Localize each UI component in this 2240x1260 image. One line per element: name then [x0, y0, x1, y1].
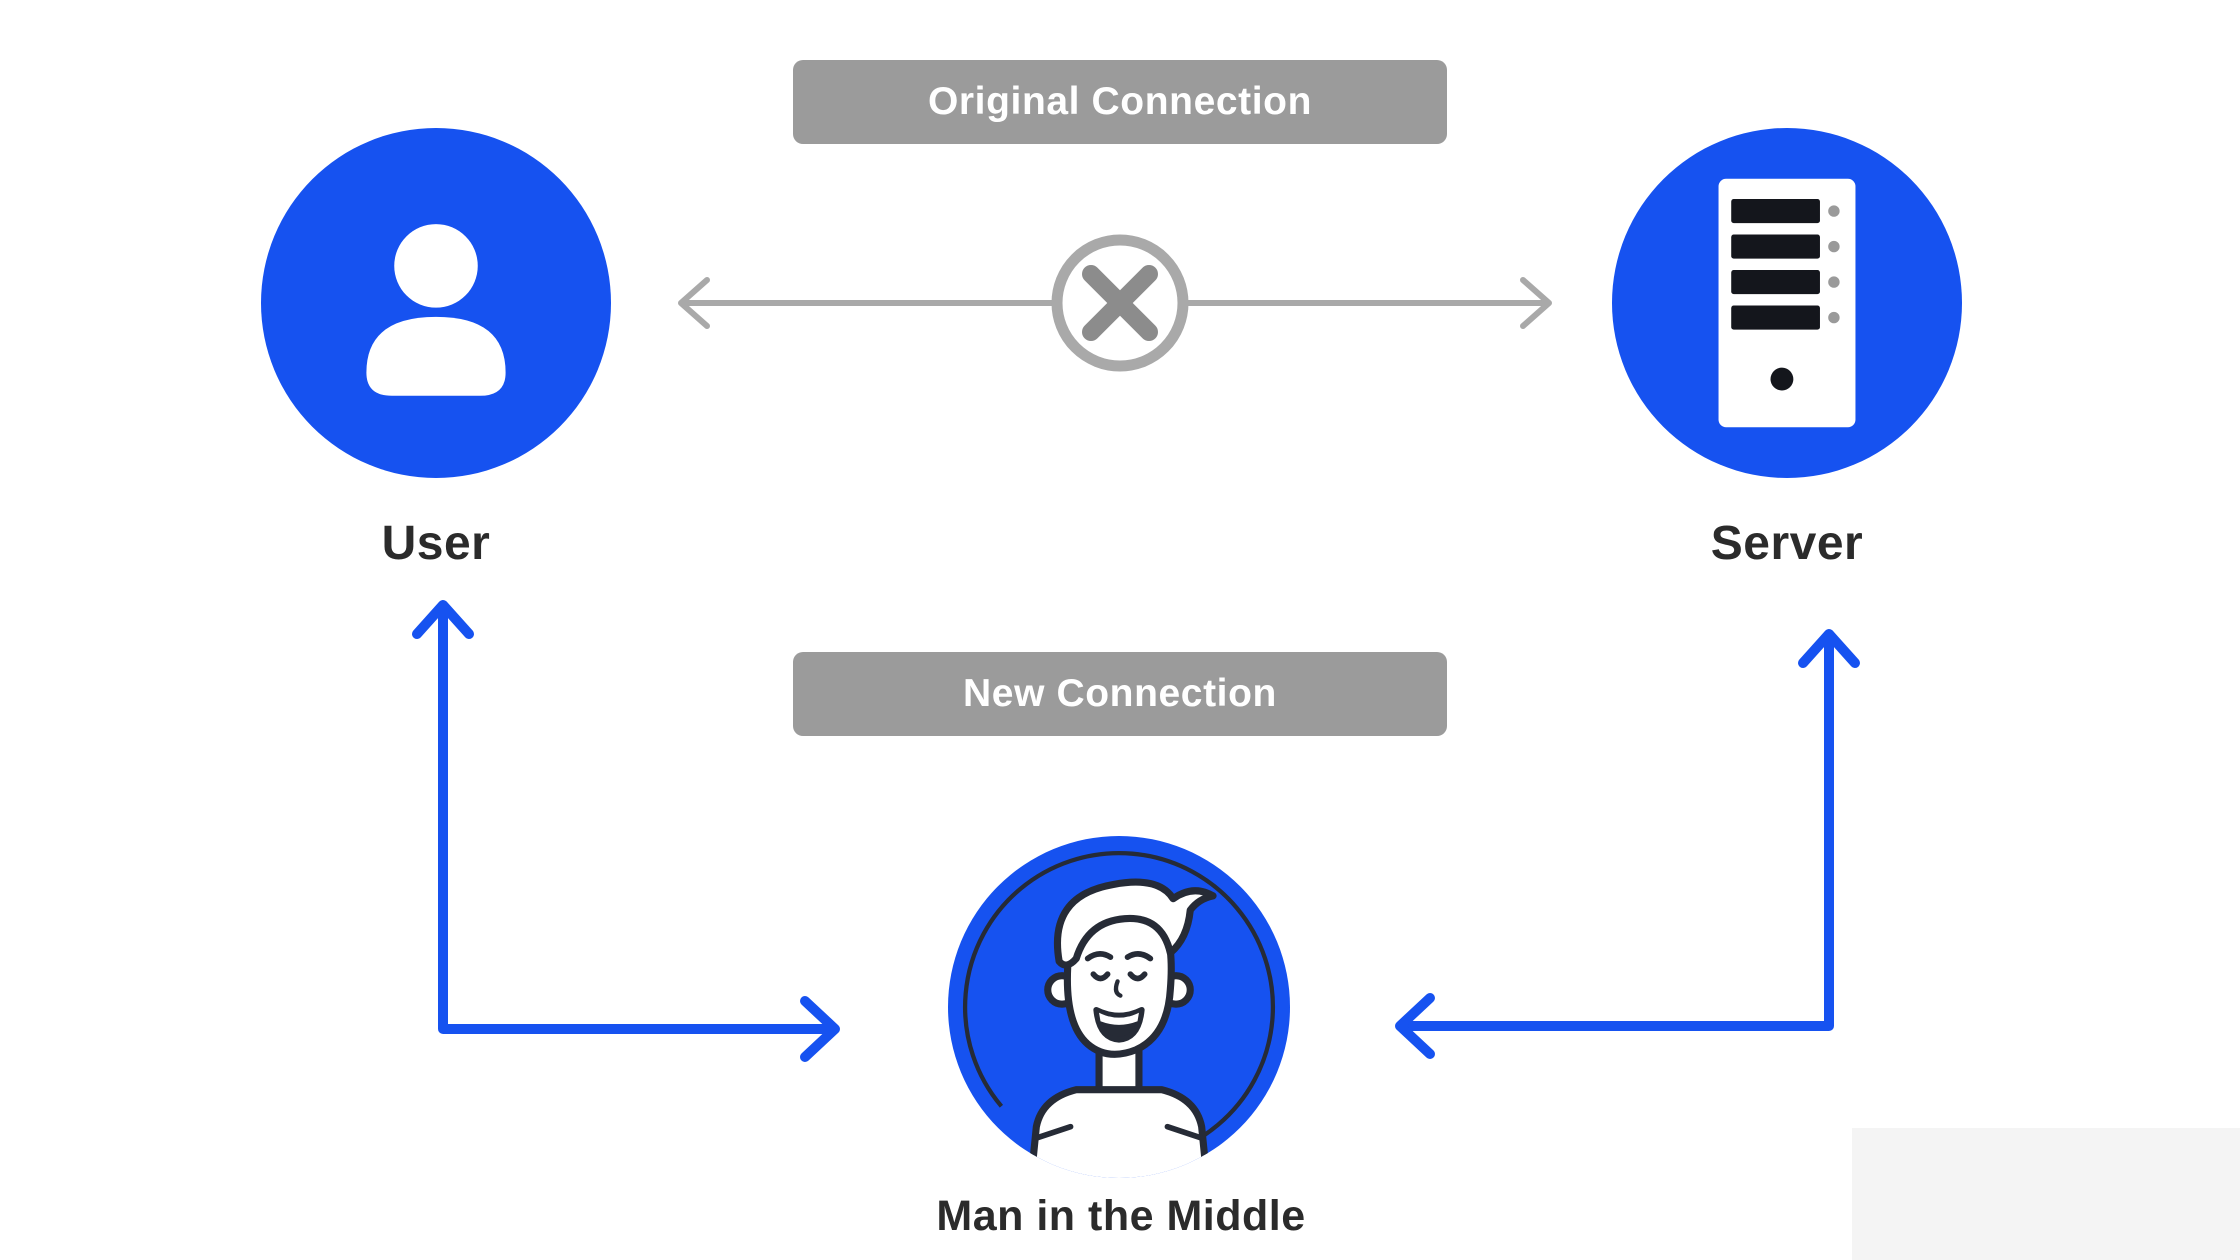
user-node	[261, 128, 611, 478]
server-node	[1612, 128, 1962, 478]
original-connection-badge: Original Connection	[793, 60, 1447, 144]
original-connection-label: Original Connection	[927, 80, 1313, 123]
blocked-x-icon	[1051, 234, 1189, 372]
user-label: User	[381, 517, 491, 570]
mitm-label: Man in the Middle	[936, 1192, 1306, 1240]
man-avatar-icon	[962, 850, 1276, 1178]
server-label: Server	[1710, 517, 1864, 570]
user-to-mitm-arrow	[412, 600, 840, 1062]
server-icon	[1718, 178, 1856, 428]
new-connection-badge: New Connection	[793, 652, 1447, 736]
new-connection-label: New Connection	[963, 672, 1277, 715]
server-to-mitm-arrow	[1395, 629, 1860, 1059]
background-artifact	[1852, 1128, 2240, 1260]
mitm-node	[948, 836, 1290, 1178]
user-icon	[366, 224, 506, 396]
